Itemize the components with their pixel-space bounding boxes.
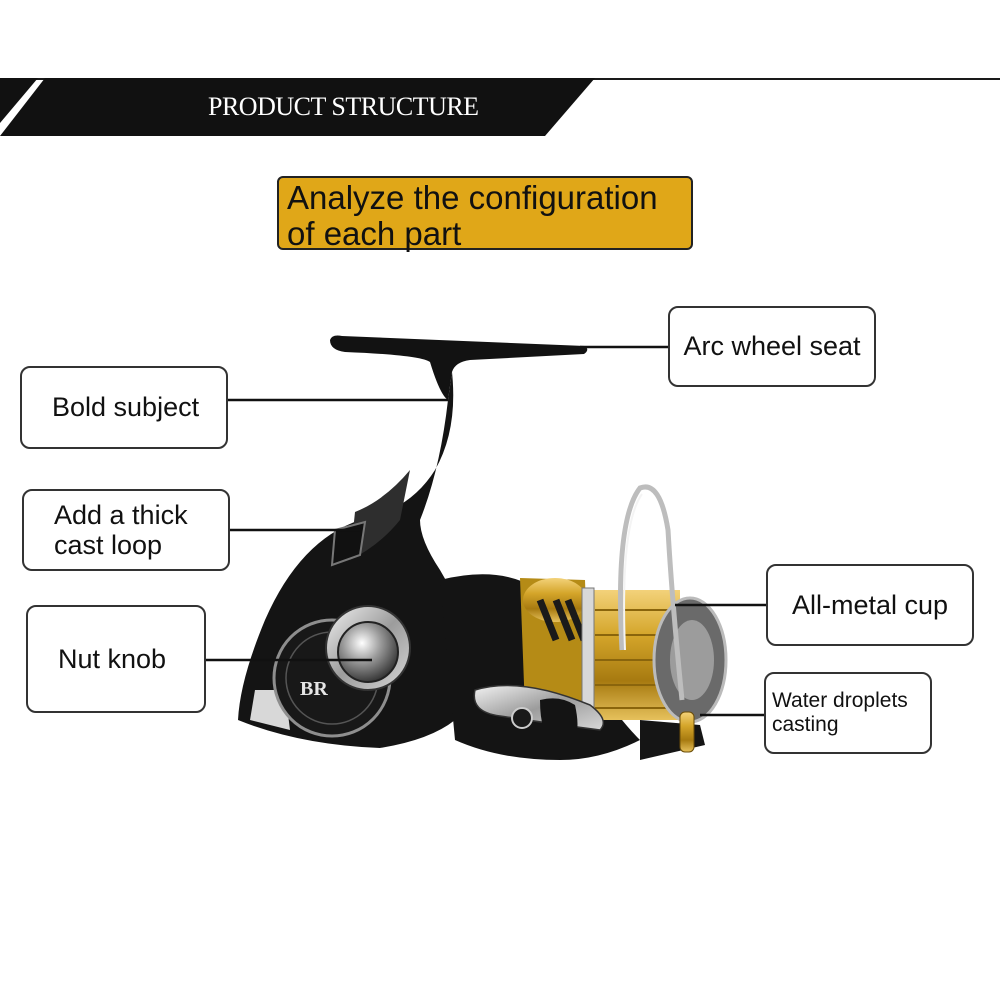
callout-bold-subject: Bold subject (20, 366, 228, 449)
callout-all-metal-cup: All-metal cup (766, 564, 974, 646)
wheel-seat (330, 335, 588, 400)
leader-lines (206, 345, 766, 717)
callout-arc-wheel-seat: Arc wheel seat (668, 306, 876, 387)
body-logo-text: BR (300, 678, 328, 700)
callout-water-droplets: Water droplets casting (764, 672, 932, 754)
subtitle-box: Analyze the configuration of each part (277, 176, 693, 252)
spool (520, 578, 728, 724)
subtitle-text: Analyze the configuration of each part (287, 179, 658, 252)
nut-knob (325, 605, 411, 691)
callout-nut-knob: Nut knob (26, 605, 206, 713)
bail-wire (617, 484, 685, 701)
rotor-arm (473, 684, 705, 760)
header-title: PRODUCT STRUCTURE (208, 92, 479, 121)
header-banner (0, 78, 595, 136)
callout-thick-cast-loop: Add a thick cast loop (22, 489, 230, 571)
